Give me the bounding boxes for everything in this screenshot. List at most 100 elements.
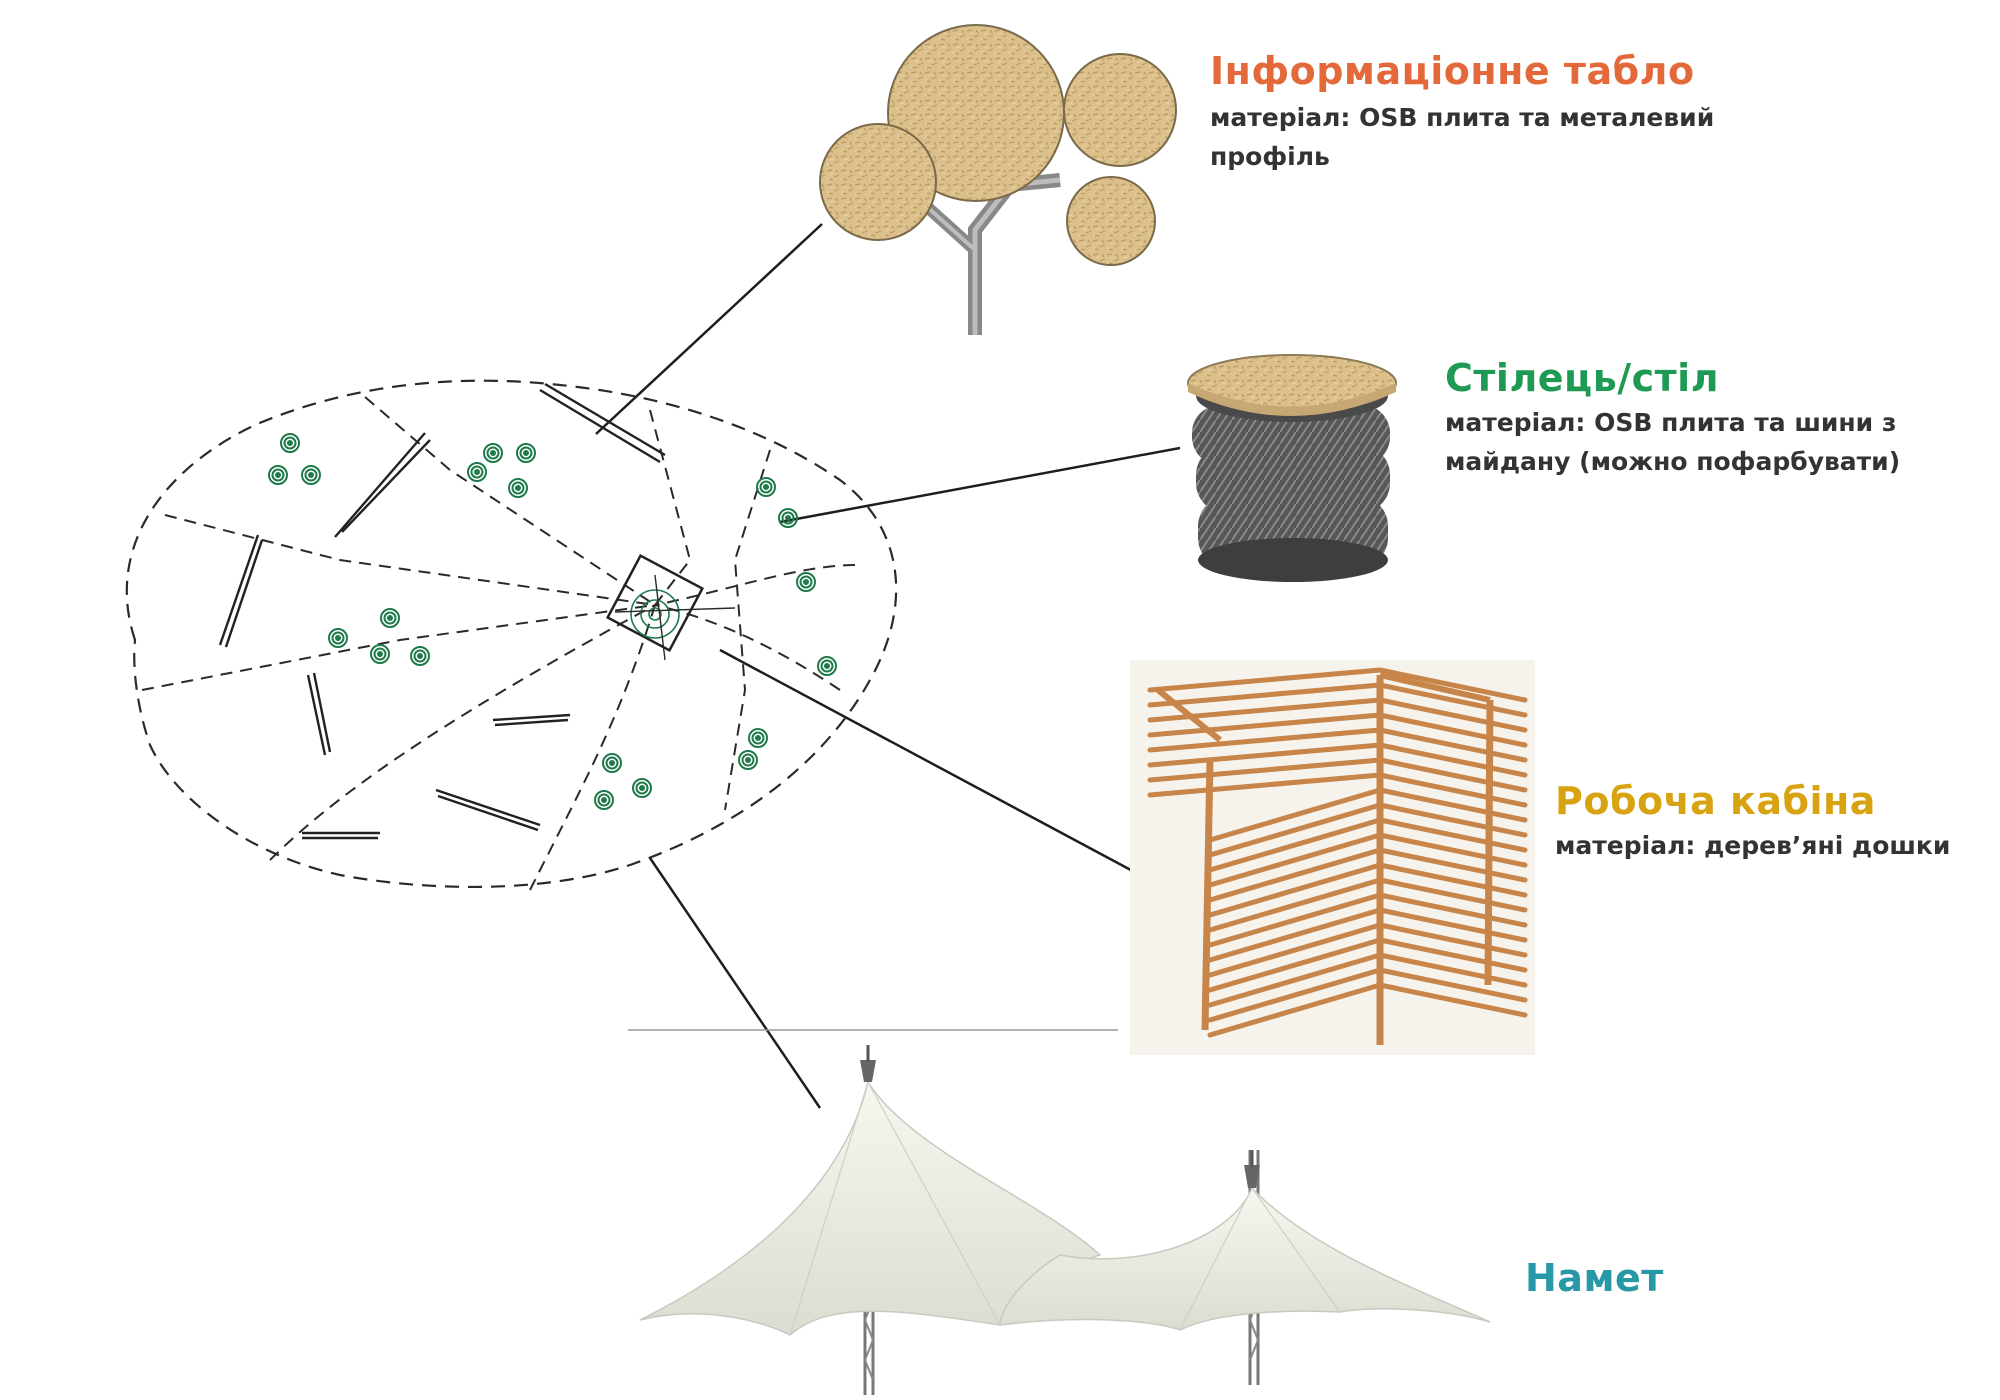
seat-marker — [759, 480, 773, 494]
cabin-slat — [1207, 937, 1383, 993]
cabin-slat — [1207, 892, 1383, 948]
tire-stool-icon — [1187, 354, 1397, 582]
cabin-slat — [1377, 772, 1528, 808]
seat-marker — [304, 468, 318, 482]
seat-marker — [331, 631, 345, 645]
seat-marker — [609, 760, 615, 766]
info-board-label: Інформаціонне табло матеріал: OSB плита … — [1210, 48, 1714, 176]
tent-canvas-right — [999, 1186, 1491, 1331]
cabin-slat — [1377, 787, 1528, 823]
seat-marker — [605, 756, 619, 770]
tent-label: Намет — [1525, 1255, 1664, 1301]
seat-marker — [271, 468, 285, 482]
cabin-slat — [1377, 667, 1528, 703]
seat-marker — [508, 478, 528, 498]
seat-marker — [803, 579, 809, 585]
plan-outline — [125, 379, 898, 888]
seat-marker — [785, 515, 791, 521]
seat-marker — [280, 433, 300, 453]
seat-marker — [483, 443, 503, 463]
work-cabin-title: Робоча кабіна — [1555, 779, 1876, 823]
seat-marker — [796, 572, 816, 592]
cabin-slat — [1377, 757, 1528, 793]
cabin-slat — [1147, 712, 1383, 738]
cabin-slat — [1147, 667, 1383, 693]
seat-marker — [373, 647, 387, 661]
cabin-slat — [1377, 727, 1528, 763]
cabin-slat — [1377, 877, 1528, 913]
cabin-slat — [1207, 817, 1383, 873]
work-cabin-label: Робоча кабіна матеріал: дерев’яні дошки — [1555, 778, 1950, 865]
seat-marker — [516, 443, 536, 463]
plan-zone-lines — [141, 396, 856, 891]
seat-marker — [474, 469, 480, 475]
cabin-slat — [1147, 682, 1383, 708]
seat-marker — [597, 793, 611, 807]
connector-cabin — [719, 648, 1143, 878]
cabin-slat — [1377, 832, 1528, 868]
seat-marker — [467, 462, 487, 482]
connector-info — [595, 223, 823, 435]
cabin-slat — [1377, 712, 1528, 748]
work-cabin-material: матеріал: дерев’яні дошки — [1555, 831, 1951, 860]
chair-table-title: Стілець/стіл — [1445, 356, 1720, 400]
wooden-cabin-icon — [1130, 660, 1535, 1055]
seat-marker — [824, 663, 830, 669]
cabin-slat — [1207, 967, 1383, 1023]
connector-tent — [648, 857, 822, 1109]
seat-marker — [268, 465, 288, 485]
cabin-slat — [1377, 937, 1528, 973]
cabin-slat — [1147, 772, 1383, 798]
chair-table-material-line2: майдану (можно пофарбувати) — [1445, 447, 1901, 476]
seat-marker — [781, 511, 795, 525]
seat-marker — [601, 797, 607, 803]
seat-marker — [380, 608, 400, 628]
cabin-slat — [1207, 847, 1383, 903]
seat-marker — [301, 465, 321, 485]
seat-marker — [490, 450, 496, 456]
seat-marker — [741, 753, 755, 767]
chair-table-label: Стілець/стіл матеріал: OSB плита та шини… — [1445, 355, 1900, 481]
seat-marker — [515, 485, 521, 491]
seat-marker — [410, 646, 430, 666]
cabin-slat — [1377, 847, 1528, 883]
seat-marker — [751, 731, 765, 745]
seat-marker — [370, 644, 390, 664]
cabin-slat — [1207, 862, 1383, 918]
cabin-slat — [1377, 952, 1528, 988]
seat-marker — [335, 635, 341, 641]
plan-center-square — [605, 553, 736, 661]
cabin-slat — [1377, 817, 1528, 853]
site-plan — [125, 379, 898, 891]
plan-seats — [268, 433, 837, 810]
cabin-slat — [1207, 877, 1383, 933]
cabin-slat — [1147, 727, 1383, 753]
seat-marker — [283, 436, 297, 450]
seat-marker — [308, 472, 314, 478]
cabin-slat — [1377, 922, 1528, 958]
cabin-slat — [1377, 682, 1528, 718]
cabin-slat — [1377, 892, 1528, 928]
cabin-slat — [1207, 952, 1383, 1008]
info-board-material-line1: матеріал: OSB плита та металевий — [1210, 103, 1715, 132]
seat-marker — [383, 611, 397, 625]
tent-title: Намет — [1525, 1256, 1664, 1300]
seat-marker — [745, 757, 751, 763]
seat-marker — [738, 750, 758, 770]
cabin-slat — [1377, 802, 1528, 838]
seat-marker — [523, 450, 529, 456]
cabin-slat — [1377, 967, 1528, 1003]
seat-marker — [632, 778, 652, 798]
tent-canopy-icon — [639, 1045, 1491, 1395]
seat-marker — [594, 790, 614, 810]
cabin-slat — [1377, 862, 1528, 898]
seat-marker — [820, 659, 834, 673]
seat-marker — [413, 649, 427, 663]
seat-marker — [519, 446, 533, 460]
cabin-slat — [1377, 982, 1528, 1018]
cabin-slat — [1377, 742, 1528, 778]
info-board-title: Інформаціонне табло — [1210, 49, 1695, 93]
cabin-slat — [1207, 922, 1383, 978]
cabin-slat — [1147, 757, 1383, 783]
seat-marker — [417, 653, 423, 659]
